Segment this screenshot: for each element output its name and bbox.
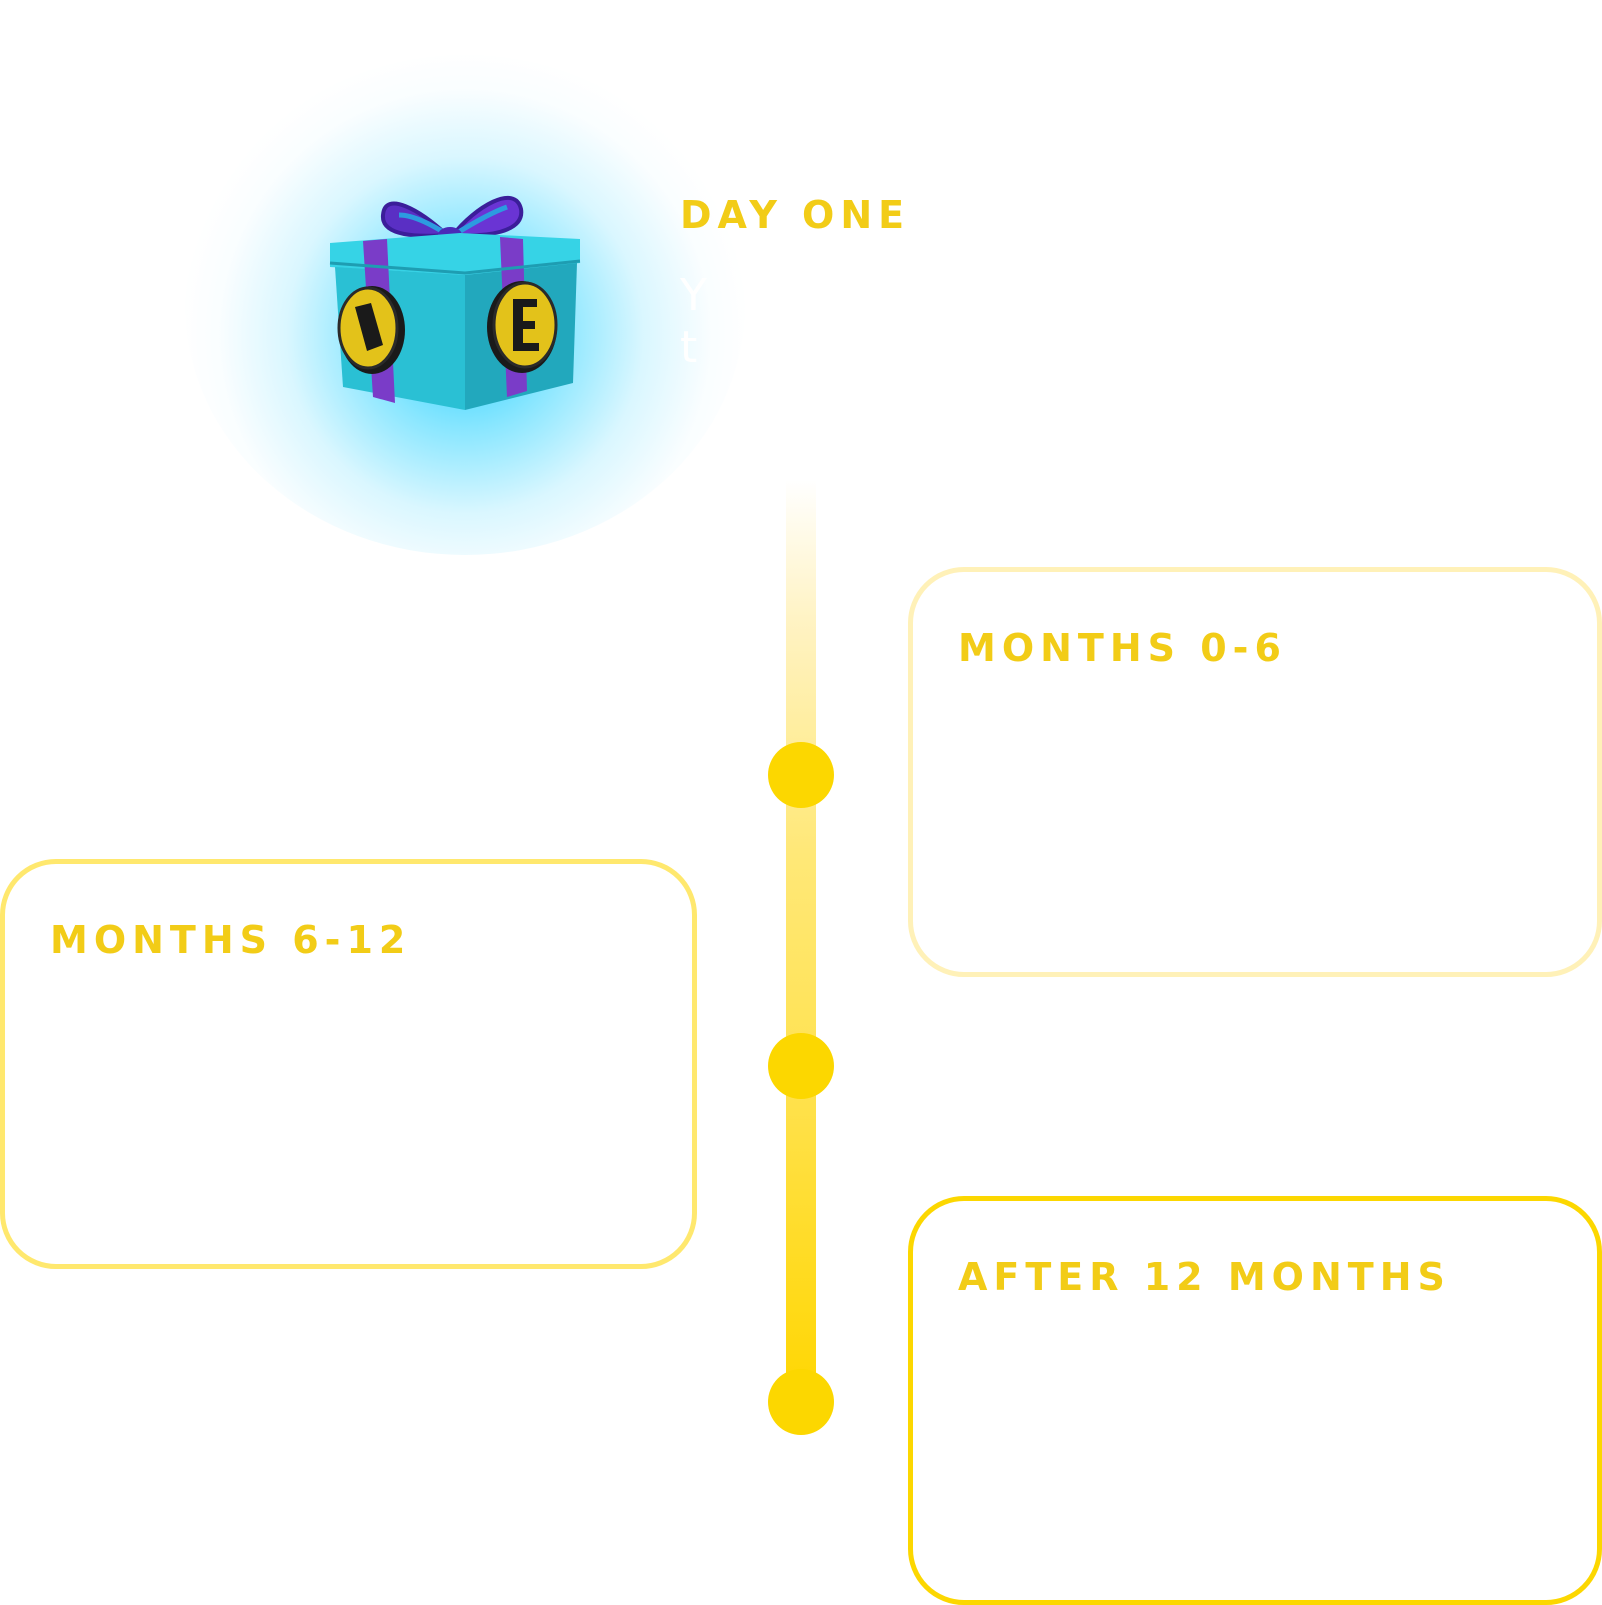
milestone-card-months-6-12: MONTHS 6-12 <box>0 859 697 1269</box>
timeline-dot <box>768 1369 834 1435</box>
day-one-title: DAY ONE <box>680 193 911 237</box>
milestone-card-months-0-6: MONTHS 0-6 <box>908 567 1602 977</box>
day-one-text: Y t <box>680 270 707 373</box>
timeline-line <box>786 480 816 1405</box>
milestone-title: AFTER 12 MONTHS <box>958 1255 1451 1299</box>
milestone-card-after-12-months: AFTER 12 MONTHS <box>908 1196 1602 1605</box>
milestone-title: MONTHS 6-12 <box>50 918 412 962</box>
timeline-dot <box>768 1033 834 1099</box>
timeline-dot <box>768 742 834 808</box>
milestone-title: MONTHS 0-6 <box>958 626 1287 670</box>
gift-box-icon <box>329 195 581 410</box>
